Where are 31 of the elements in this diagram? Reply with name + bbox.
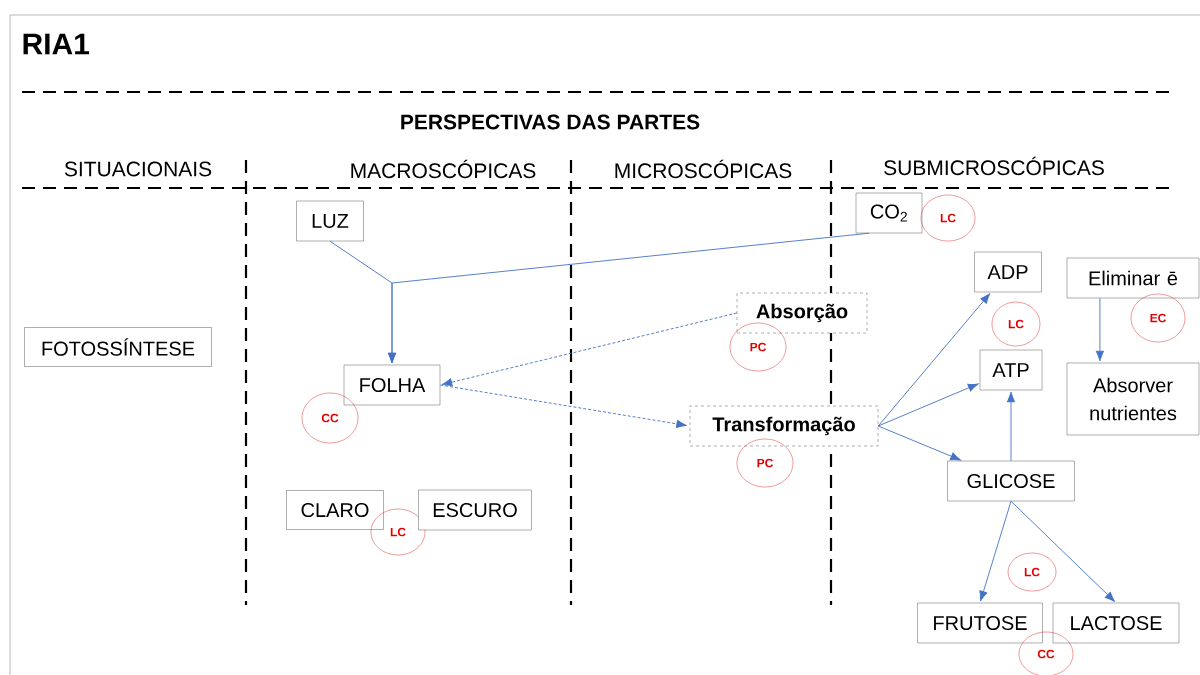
title: RIA1 [23, 33, 90, 55]
concept-box: GLICOSE [947, 460, 1075, 502]
column-heading: SITUACIONAIS [64, 161, 212, 177]
arrow [1006, 391, 1016, 462]
concept-box: LACTOSE [1052, 602, 1180, 644]
concept-box: CO$_{2}$ [855, 192, 923, 234]
arrow [441, 312, 738, 387]
process-box: Transformação [689, 405, 879, 447]
arrow [877, 383, 979, 427]
arrow [1010, 500, 1116, 602]
column-heading: MICROSCÓPICAS [615, 159, 792, 179]
process-box: Absorção [736, 292, 868, 334]
concept-box: FRUTOSE [917, 602, 1043, 644]
column-heading: SUBMICROSCÓPICAS [884, 156, 1104, 176]
concept-box: CLARO [286, 490, 384, 530]
column-heading: MACROSCÓPICAS [351, 159, 536, 179]
arrow [979, 500, 1012, 602]
concept-box: FOTOSSÍNTESE [24, 327, 212, 367]
concept-box: ATP [979, 349, 1043, 391]
concept-box: ADP [974, 251, 1042, 293]
concept-box: Absorver nutrientes [1066, 362, 1200, 436]
arrow [387, 232, 870, 364]
concept-box: Eliminar ē [1066, 257, 1200, 299]
section-heading: PERSPECTIVAS DAS PARTES [401, 114, 700, 130]
concept-box: ESCURO [418, 489, 532, 531]
concept-box: LUZ [296, 200, 364, 242]
arrow [1095, 297, 1105, 362]
concept-box: FOLHA [343, 364, 441, 406]
arrow [877, 293, 991, 427]
arrow [877, 425, 961, 461]
arrow [439, 384, 687, 428]
